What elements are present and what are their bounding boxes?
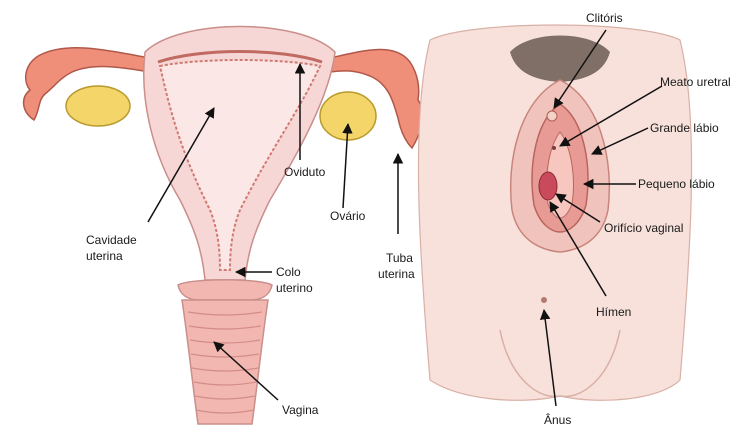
left-ovary <box>66 86 130 126</box>
anus <box>541 297 547 303</box>
label-ovario: Ovário <box>330 209 366 223</box>
label-vagina: Vagina <box>282 403 319 417</box>
label-clitoris: Clitóris <box>586 11 623 25</box>
cervix <box>178 280 272 300</box>
vagina-canal <box>182 300 268 424</box>
external-genitalia: Clitóris Meato uretral Grande lábio Pequ… <box>418 11 730 427</box>
label-colo-line1: Colo <box>276 265 301 279</box>
label-meato: Meato uretral <box>660 75 731 89</box>
clitoris <box>547 111 557 121</box>
label-grande: Grande lábio <box>650 121 719 135</box>
label-anus: Ânus <box>544 412 571 427</box>
vaginal-orifice <box>539 172 557 200</box>
label-himen: Hímen <box>596 305 631 319</box>
label-cavidade-line1: Cavidade <box>86 233 137 247</box>
label-colo-line2: uterino <box>276 281 313 295</box>
label-tuba-line1: Tuba <box>386 251 413 265</box>
label-orificio: Orifício vaginal <box>604 221 683 235</box>
urethral-opening <box>552 146 556 150</box>
label-oviduto: Oviduto <box>284 165 326 179</box>
label-cavidade-line2: uterina <box>86 249 123 263</box>
label-tuba-line2: uterina <box>378 267 415 281</box>
internal-reproductive-organs: Oviduto Ovário Cavidade uterina Colo ute… <box>24 27 423 425</box>
label-pequeno: Pequeno lábio <box>638 177 715 191</box>
